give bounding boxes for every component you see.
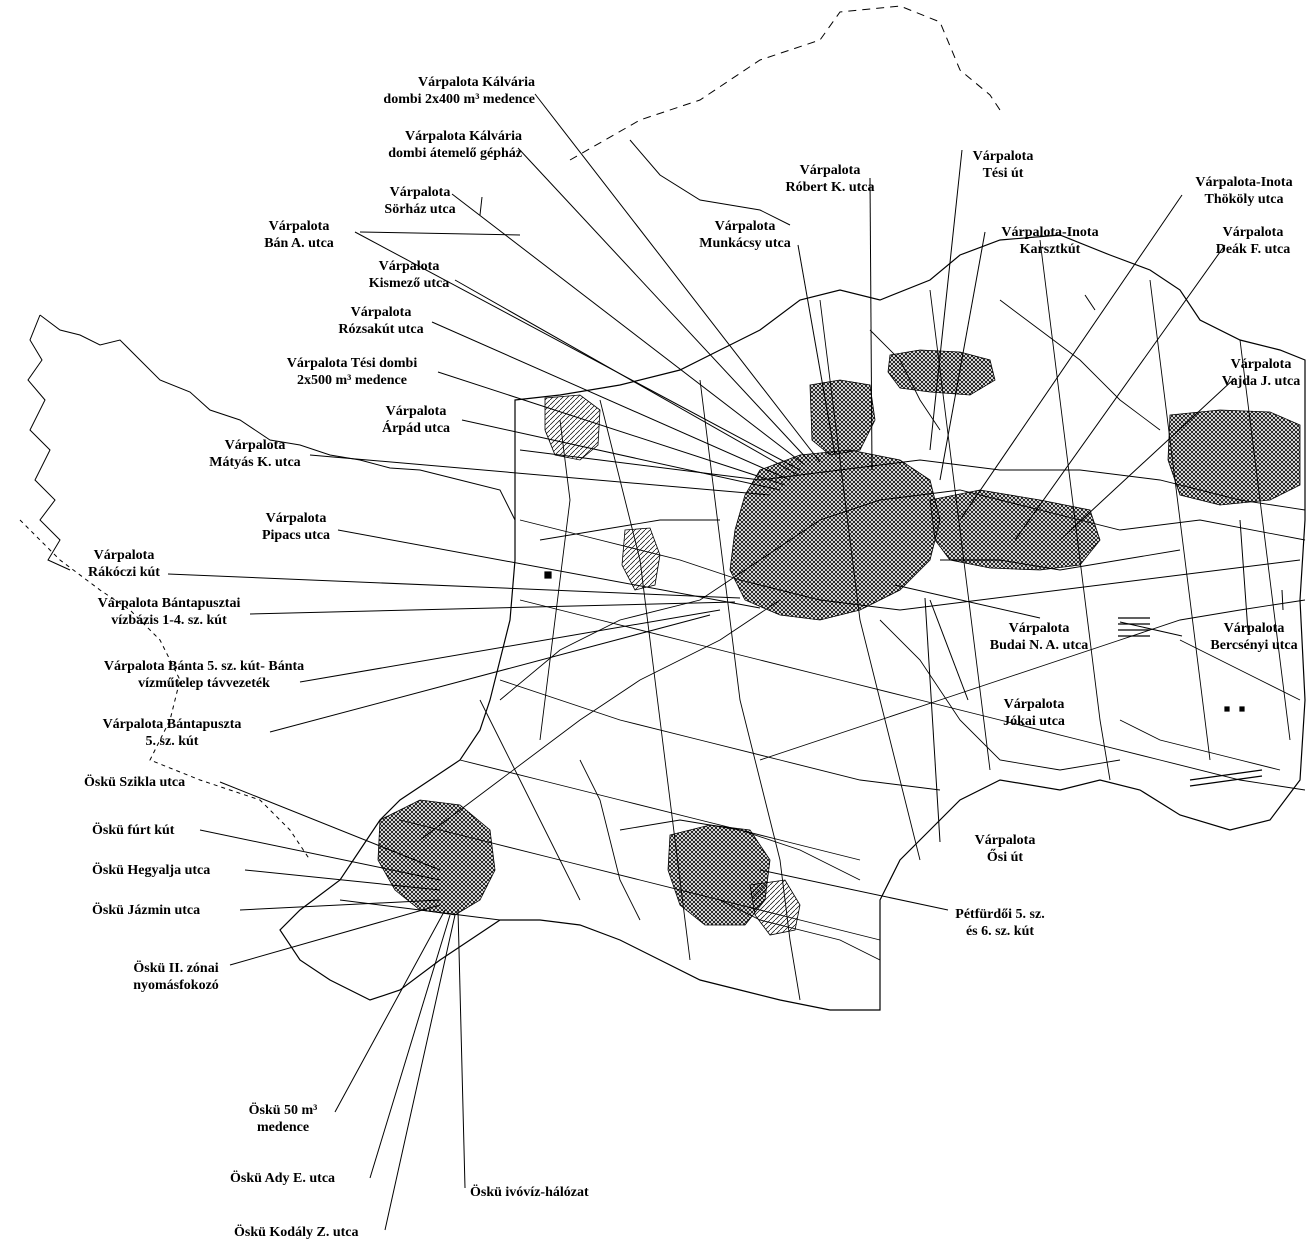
leader-lines: [167, 93, 1249, 1231]
boundary-west-lower: [19, 519, 311, 861]
label-osku-kodaly: Öskü Kodály Z. utca: [234, 1225, 359, 1240]
building-blocks: [544, 571, 1263, 787]
label-osku-jazmin: Öskü Jázmin utca: [92, 903, 201, 918]
label-petfurdoi: Pétfürdői 5. sz.és 6. sz. kút: [955, 907, 1045, 939]
municipal-outline: [279, 234, 1306, 1011]
boundary-dashed: [569, 5, 1001, 161]
label-osku-furt: Öskü fúrt kút: [92, 823, 175, 838]
label-osku-ivoviz: Öskü ivóvíz-hálózat: [470, 1185, 589, 1200]
label-osku-hegyalja: Öskü Hegyalja utca: [92, 863, 211, 878]
boundary-west: [27, 314, 516, 571]
label-osku-ady: Öskü Ady E. utca: [230, 1171, 336, 1186]
label-osku-szikla: Öskü Szikla utca: [84, 775, 186, 790]
boundary-solid-top: [629, 139, 791, 226]
marker-ticks: [479, 196, 1284, 611]
parcel-network: [339, 239, 1306, 1001]
built-up-areas: [377, 349, 1301, 936]
